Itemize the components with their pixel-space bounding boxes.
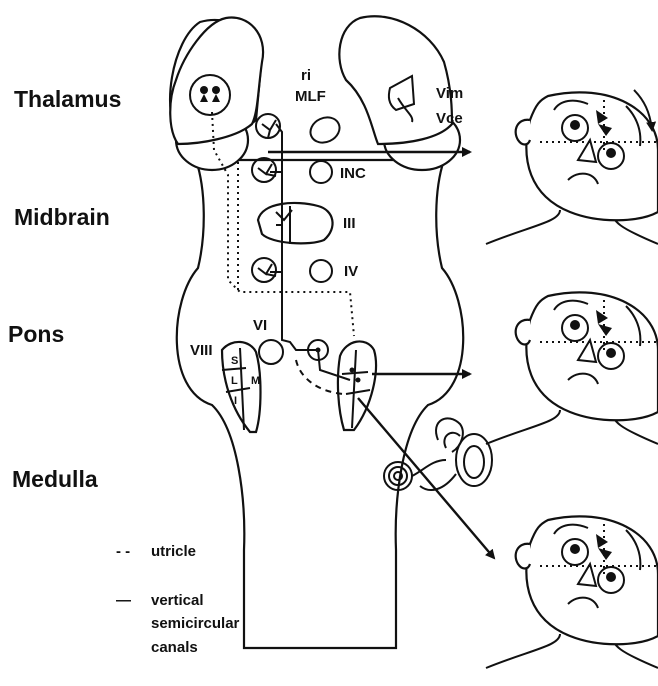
label-l: L (231, 375, 238, 387)
label-viii: VIII (190, 342, 213, 359)
region-label-midbrain: Midbrain (14, 204, 110, 230)
label-mlf: MLF (295, 88, 326, 105)
region-label-pons: Pons (8, 321, 64, 347)
left-thalamus (170, 17, 263, 170)
label-s: S (231, 355, 238, 367)
region-label-medulla: Medulla (12, 466, 98, 492)
label-iv: IV (344, 263, 358, 280)
legend-utricle-label: utricle (151, 543, 196, 560)
face-top (486, 90, 658, 244)
label-inc: INC (340, 165, 366, 182)
legend: - - utricle — vertical semicircular cana… (116, 543, 240, 656)
label-m: M (251, 375, 260, 387)
region-label-thalamus: Thalamus (14, 86, 121, 112)
oculomotor-complex (258, 203, 333, 244)
label-i: I (234, 395, 237, 407)
face-middle (486, 292, 658, 444)
legend-canals-label-3: canals (151, 639, 198, 656)
label-ri: ri (301, 67, 311, 84)
label-vi: VI (253, 317, 267, 334)
legend-canals-marker: — (116, 592, 131, 609)
face-bottom (486, 516, 658, 668)
label-vim: Vim (436, 85, 463, 102)
rimlf-nucleus (306, 113, 343, 147)
label-vce: Vce (436, 110, 463, 127)
legend-canals-label-1: vertical (151, 592, 204, 609)
legend-canals-label-2: semicircular (151, 615, 240, 632)
legend-utricle-marker: - - (116, 543, 130, 560)
label-iii: III (343, 215, 356, 232)
